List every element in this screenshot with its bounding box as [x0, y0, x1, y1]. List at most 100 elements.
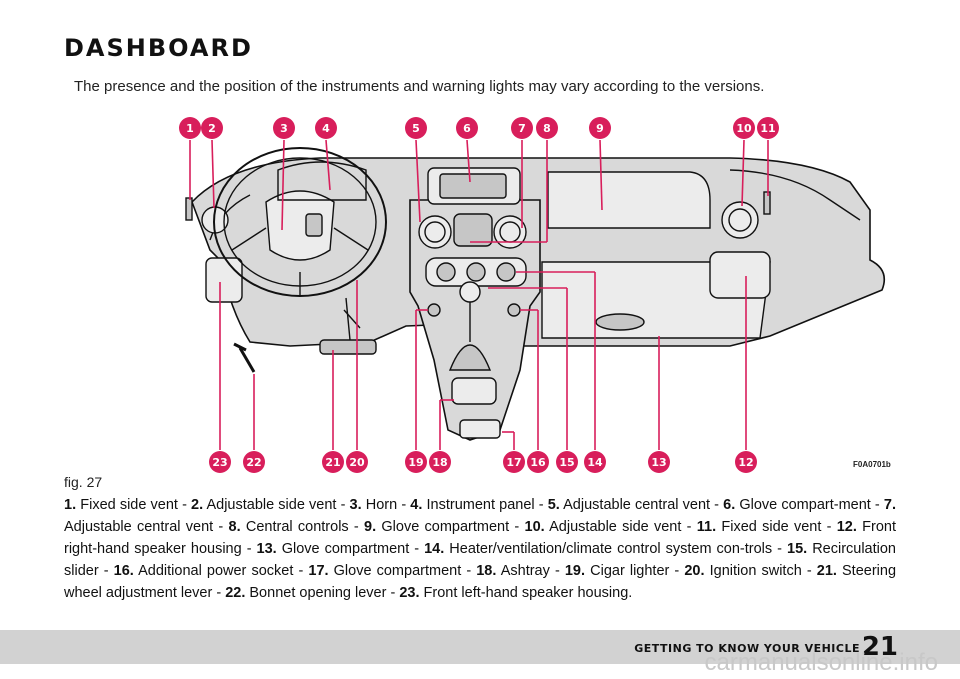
- lower-compartment: [459, 419, 501, 439]
- callout-11: 11: [757, 117, 779, 139]
- legend-text: Front left-hand speaker housing.: [423, 585, 633, 601]
- svg-text:4: 4: [322, 122, 330, 135]
- legend-num: 17.: [308, 563, 329, 579]
- callout-2: 2: [201, 117, 223, 139]
- svg-text:19: 19: [408, 456, 423, 469]
- steering-column: [319, 339, 377, 355]
- ashtray: [451, 377, 497, 405]
- callout-20: 20: [346, 451, 368, 473]
- svg-text:23: 23: [212, 456, 227, 469]
- legend-num: 19.: [564, 563, 586, 579]
- page-number: 21: [861, 632, 898, 662]
- svg-text:22: 22: [246, 456, 261, 469]
- svg-text:14: 14: [587, 456, 603, 469]
- legend-num: 9.: [364, 519, 377, 535]
- legend-text: Fixed side vent -: [80, 497, 192, 513]
- legend-text: Steering wheel adjustment lever -: [64, 563, 897, 601]
- bottom-callouts: 23 22 21 20 19 18 17 16 15 14 13 12: [209, 451, 757, 473]
- legend-text: Front right-hand speaker housing -: [64, 519, 896, 557]
- legend-text: Fixed side vent -: [721, 519, 837, 535]
- callout-7: 7: [511, 117, 533, 139]
- legend-num: 12.: [836, 519, 857, 535]
- callout-9: 9: [589, 117, 611, 139]
- central-vent-right: [493, 215, 527, 249]
- footer-section-title: GETTING TO KNOW YOUR VEHICLE: [634, 642, 860, 655]
- cigar-lighter: [427, 303, 441, 317]
- callout-22: 22: [243, 451, 265, 473]
- callout-13: 13: [648, 451, 670, 473]
- legend-num: 11.: [696, 519, 717, 535]
- legend-text: Horn -: [365, 497, 411, 513]
- brand-logo: [305, 213, 323, 237]
- gear-lever-boot: [448, 344, 492, 371]
- callout-1: 1: [179, 117, 201, 139]
- callout-16: 16: [527, 451, 549, 473]
- footer-bar: GETTING TO KNOW YOUR VEHICLE 21: [0, 630, 960, 664]
- svg-text:15: 15: [559, 456, 574, 469]
- callout-10: 10: [733, 117, 755, 139]
- svg-text:18: 18: [432, 456, 447, 469]
- instrument-panel: [277, 161, 367, 201]
- legend-num: 8.: [228, 519, 241, 535]
- callout-8: 8: [536, 117, 558, 139]
- legend-text: Adjustable side vent -: [206, 497, 350, 513]
- svg-text:6: 6: [463, 122, 471, 135]
- glove-box-upper: [547, 171, 711, 229]
- svg-text:16: 16: [530, 456, 546, 469]
- legend-num: 5.: [547, 497, 560, 513]
- svg-text:5: 5: [412, 122, 420, 135]
- svg-text:2: 2: [208, 122, 216, 135]
- legend-text: Heater/ventilation/climate control syste…: [449, 541, 787, 557]
- callout-3: 3: [273, 117, 295, 139]
- callout-14: 14: [584, 451, 606, 473]
- legend-num: 1.: [64, 497, 77, 513]
- bonnet-lever: [233, 342, 256, 373]
- climate-knob-2: [466, 262, 486, 282]
- legend-text: Instrument panel -: [426, 497, 548, 513]
- svg-text:11: 11: [760, 122, 775, 135]
- legend-num: 7.: [883, 497, 896, 513]
- legend-num: 22.: [225, 585, 246, 601]
- svg-text:7: 7: [518, 122, 526, 135]
- legend-text: Glove compartment -: [281, 541, 425, 557]
- page-subtitle: The presence and the position of the ins…: [74, 78, 765, 95]
- legend-text: Central controls -: [245, 519, 365, 535]
- callout-4: 4: [315, 117, 337, 139]
- callout-6: 6: [456, 117, 478, 139]
- legend-text: Recirculation slider -: [64, 541, 897, 579]
- legend-num: 14.: [424, 541, 445, 557]
- svg-text:1: 1: [186, 122, 194, 135]
- legend-num: 23.: [399, 585, 420, 601]
- callout-12: 12: [735, 451, 757, 473]
- legend-text: Ignition switch -: [709, 563, 817, 579]
- legend-text: Cigar lighter -: [590, 563, 685, 579]
- legend-text: Bonnet opening lever -: [249, 585, 400, 601]
- callout-23: 23: [209, 451, 231, 473]
- svg-text:17: 17: [506, 456, 521, 469]
- left-speaker: [205, 257, 243, 303]
- svg-text:21: 21: [325, 456, 340, 469]
- legend-num: 10.: [524, 519, 545, 535]
- figure-label: fig. 27: [64, 474, 103, 490]
- callout-18: 18: [429, 451, 451, 473]
- figure-code: F0A0701b: [853, 460, 891, 469]
- central-vent-left: [418, 215, 452, 249]
- legend-text: Adjustable central vent -: [64, 519, 229, 535]
- top-callouts: 1 2 3 4 5 6 7 8 9 10 11: [179, 117, 779, 139]
- dashboard-illustration: 1 2 3 4 5 6 7 8 9 10 11 23 22 21 20 19 1…: [179, 117, 886, 473]
- legend-text: Adjustable central vent -: [563, 497, 724, 513]
- svg-text:20: 20: [349, 456, 365, 469]
- legend-num: 6.: [723, 497, 736, 513]
- power-socket: [507, 303, 521, 317]
- page-title: DASHBOARD: [64, 34, 253, 62]
- legend-text: Additional power socket -: [138, 563, 309, 579]
- callout-21: 21: [322, 451, 344, 473]
- callout-15: 15: [556, 451, 578, 473]
- legend-num: 15.: [787, 541, 808, 557]
- svg-text:8: 8: [543, 122, 551, 135]
- watermark: carmanualsonline.info: [704, 649, 938, 676]
- legend-num: 3.: [349, 497, 362, 513]
- svg-text:13: 13: [651, 456, 666, 469]
- legend-text: Glove compartment -: [381, 519, 525, 535]
- right-speaker: [709, 251, 771, 299]
